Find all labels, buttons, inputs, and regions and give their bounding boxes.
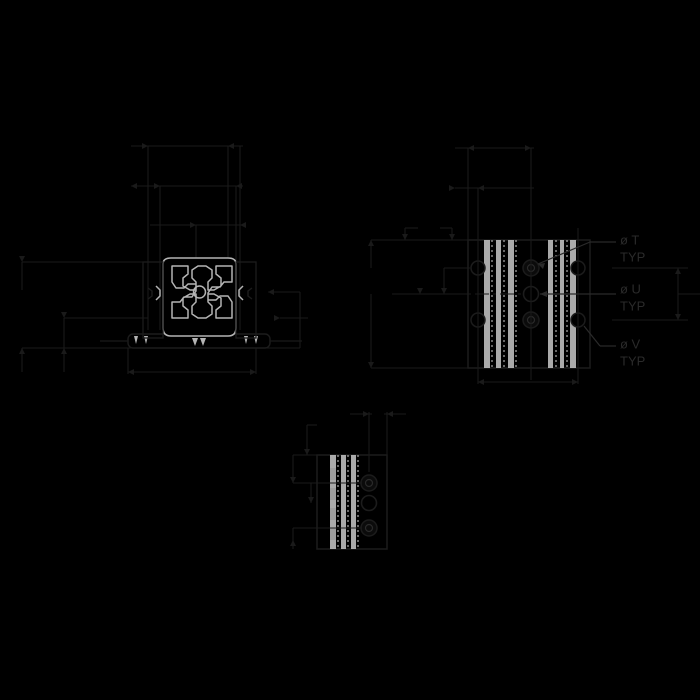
bottom-view-left-dim-arrows — [290, 449, 314, 546]
bottom-view-hatch-bands — [330, 455, 359, 549]
side-view-leader-lines — [537, 241, 616, 347]
front-view-bottom-dimensions — [127, 348, 257, 374]
front-view-left-dim-arrows — [19, 256, 67, 354]
callout-dia-v-line2: TYP — [620, 353, 645, 368]
side-view-leader-arrows — [538, 263, 547, 297]
callout-dia-v-line1: ø V — [620, 336, 641, 351]
extrusion-profile — [142, 257, 257, 339]
callout-dia-v: ø V TYP — [620, 336, 645, 368]
callout-dia-t: ø T TYP — [620, 232, 645, 264]
side-view: ø T TYP ø U TYP ø V TYP — [368, 145, 700, 385]
bottom-view-holes — [360, 474, 378, 537]
callout-dia-u-line2: TYP — [620, 298, 645, 313]
front-view-right-dim-arrows — [268, 289, 280, 321]
front-view-top-dim-arrows — [131, 143, 246, 228]
callout-dia-u: ø U TYP — [620, 281, 645, 313]
side-view-hatch-bands — [484, 240, 579, 368]
side-view-right-dimension — [612, 267, 700, 321]
bottom-view-top-dim-arrows — [363, 411, 393, 417]
front-view-top-dimensions — [131, 145, 243, 330]
callout-dia-t-line1: ø T — [620, 232, 639, 247]
bottom-view — [290, 411, 406, 550]
side-view-top-dim-arrows — [402, 145, 531, 240]
side-view-bottom-dim-arrows — [478, 379, 578, 385]
callout-dia-t-line2: TYP — [620, 249, 645, 264]
side-view-left-dim-arrows — [368, 240, 447, 368]
side-view-bottom-dimensions — [477, 368, 579, 384]
side-view-right-dim-arrows — [675, 268, 681, 320]
front-section-view — [19, 143, 308, 375]
callout-dia-u-line1: ø U — [620, 281, 641, 296]
front-view-bottom-dim-arrows — [128, 369, 256, 375]
side-view-left-dimensions — [370, 239, 470, 369]
